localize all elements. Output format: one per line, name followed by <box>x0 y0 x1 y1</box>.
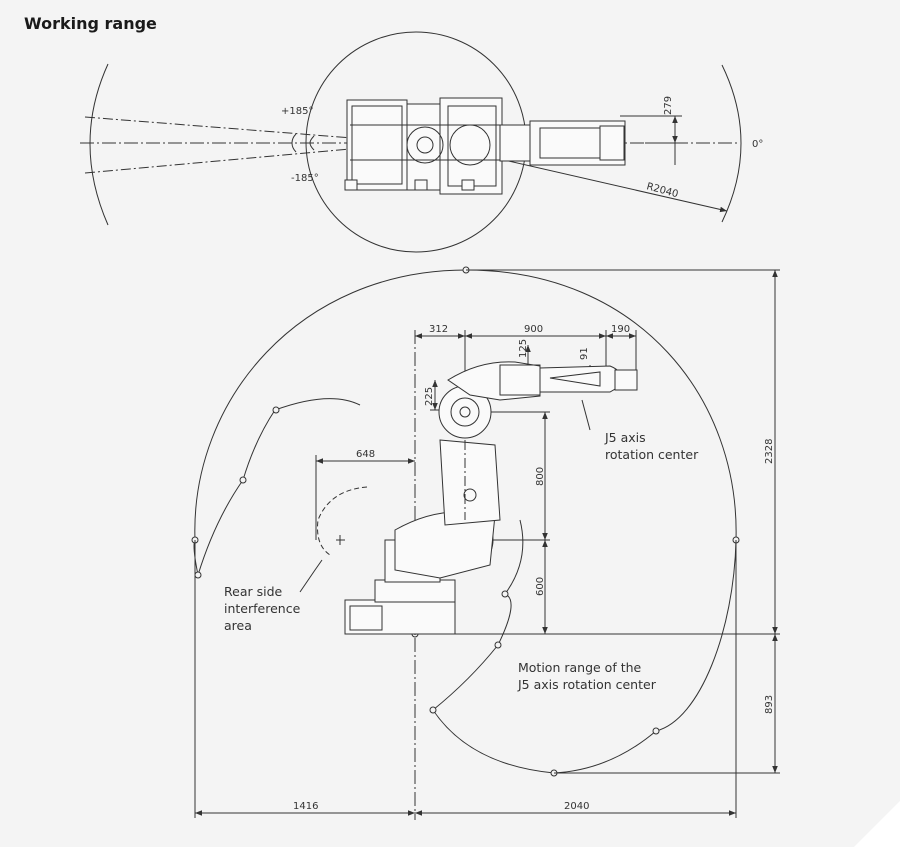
side-dim-893-label: 893 <box>764 695 775 714</box>
top-angle-pos-label: +185° <box>281 106 313 117</box>
motion-point <box>239 476 247 484</box>
rear-area-label-2: interference <box>224 601 301 616</box>
side-robot-outline <box>344 361 638 635</box>
motion-point <box>501 590 509 598</box>
motion-range-label-2: J5 axis rotation center <box>517 677 657 692</box>
rear-area-leader <box>299 559 323 593</box>
rear-motion-arc <box>197 398 361 576</box>
top-angle-arc-pos <box>291 133 297 144</box>
j5-center-leader <box>581 399 591 431</box>
outer-motion-envelope <box>193 269 737 774</box>
side-dim-1416-label: 1416 <box>293 801 318 812</box>
top-angle-neg-label: -185° <box>291 173 319 184</box>
top-range-arc-left <box>89 63 109 226</box>
rear-interference-arc <box>317 486 368 556</box>
side-dim-2328-label: 2328 <box>764 439 775 464</box>
side-dim-648-label: 648 <box>356 449 375 460</box>
inner-motion-arc <box>432 519 555 774</box>
side-dim-800-label: 800 <box>535 467 546 486</box>
rear-area-label-3: area <box>224 618 252 633</box>
motion-point <box>652 727 660 735</box>
side-dim-125-label: 125 <box>518 339 529 358</box>
rear-area-label-1: Rear side <box>224 584 283 599</box>
motion-point <box>194 571 202 579</box>
side-dim-312-label: 312 <box>429 324 448 335</box>
motion-point <box>494 641 502 649</box>
top-range-arc-right <box>721 64 742 223</box>
top-angle-arc-neg <box>291 142 297 153</box>
j5-center-label-2: rotation center <box>605 447 699 462</box>
top-radius-label: R2040 <box>645 181 679 200</box>
j5-center-label-1: J5 axis <box>604 430 646 445</box>
side-dim-190-label: 190 <box>611 324 630 335</box>
side-dim-225-label: 225 <box>424 387 435 406</box>
page-title: Working range <box>24 14 157 33</box>
top-angle-zero-label: 0° <box>752 139 763 150</box>
side-dim-2040-label: 2040 <box>564 801 589 812</box>
page-corner-fold <box>854 801 900 847</box>
side-dim-91-label: 91 <box>579 347 590 360</box>
motion-point <box>429 706 437 714</box>
side-dim-600-label: 600 <box>535 577 546 596</box>
top-dim-279-label: 279 <box>663 96 674 115</box>
motion-range-label-1: Motion range of the <box>518 660 642 675</box>
motion-point <box>272 406 280 414</box>
top-robot-outline <box>344 97 626 195</box>
side-dim-900-label: 900 <box>524 324 543 335</box>
